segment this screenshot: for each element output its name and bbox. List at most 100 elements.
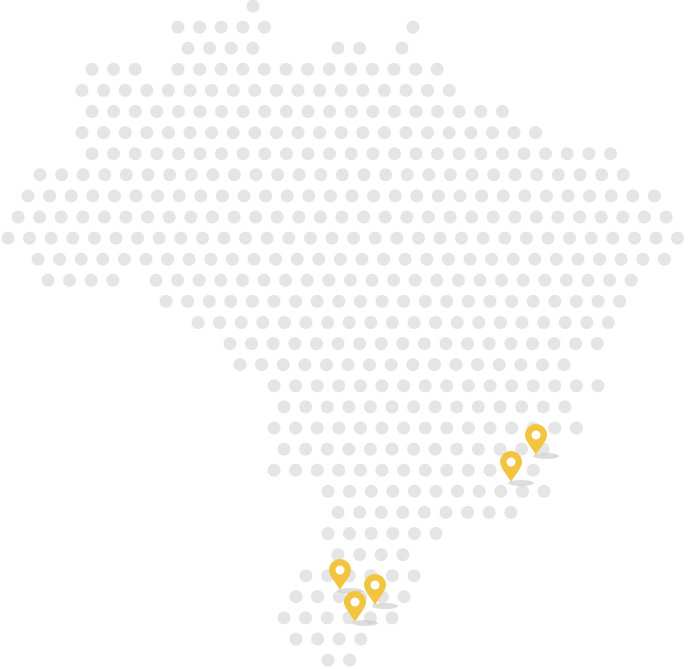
map-dot bbox=[289, 632, 303, 646]
map-dot bbox=[377, 252, 391, 266]
map-dot bbox=[493, 400, 507, 414]
map-dot bbox=[529, 126, 543, 140]
map-dot bbox=[320, 442, 334, 456]
location-pin-icon[interactable] bbox=[364, 574, 398, 609]
map-dot bbox=[217, 231, 231, 245]
map-dot bbox=[323, 147, 337, 161]
map-dot bbox=[299, 611, 313, 625]
map-dot bbox=[55, 168, 69, 182]
map-dot bbox=[515, 400, 529, 414]
map-dot bbox=[233, 358, 247, 372]
map-dot bbox=[563, 231, 577, 245]
map-dot bbox=[302, 189, 316, 203]
map-dot bbox=[193, 105, 207, 118]
map-dot bbox=[385, 400, 399, 414]
map-dot bbox=[75, 83, 89, 97]
map-dot bbox=[461, 463, 475, 477]
map-dot bbox=[409, 62, 423, 76]
map-dot bbox=[482, 505, 496, 519]
map-dot bbox=[292, 168, 306, 182]
map-dot bbox=[559, 273, 573, 287]
map-dot bbox=[234, 316, 248, 329]
map-dot bbox=[377, 126, 391, 140]
map-dot bbox=[332, 590, 346, 604]
map-dot bbox=[461, 294, 475, 308]
map-dot bbox=[149, 273, 163, 287]
map-dot bbox=[257, 62, 271, 76]
map-dot bbox=[311, 632, 325, 646]
map-dot bbox=[343, 273, 357, 287]
map-dot bbox=[213, 316, 227, 329]
map-dot bbox=[407, 484, 421, 498]
map-dot bbox=[128, 147, 142, 161]
map-dot bbox=[465, 168, 479, 182]
map-dot bbox=[407, 316, 421, 329]
map-dot bbox=[508, 168, 522, 182]
map-dot bbox=[97, 210, 111, 224]
map-dot bbox=[396, 337, 410, 351]
map-dot bbox=[591, 294, 605, 308]
map-dot bbox=[310, 294, 324, 308]
map-dot bbox=[541, 231, 555, 245]
map-dot bbox=[227, 210, 241, 224]
map-dot bbox=[322, 62, 336, 76]
map-dot bbox=[195, 231, 209, 245]
map-dot bbox=[171, 147, 185, 161]
map-dot bbox=[451, 484, 465, 498]
map-dot bbox=[569, 294, 583, 308]
map-dot bbox=[98, 168, 112, 182]
map-dot bbox=[347, 231, 361, 245]
map-dot bbox=[604, 189, 618, 203]
location-pin-icon[interactable] bbox=[329, 559, 363, 594]
map-dot bbox=[493, 316, 507, 329]
map-dot bbox=[299, 569, 313, 583]
map-dot bbox=[23, 231, 37, 245]
map-dot bbox=[591, 379, 605, 393]
map-dot bbox=[332, 632, 346, 646]
map-dot bbox=[151, 189, 165, 203]
map-dot bbox=[342, 442, 356, 456]
map-dot bbox=[355, 252, 369, 266]
map-dot bbox=[476, 231, 490, 245]
map-dot bbox=[485, 252, 499, 266]
map-dot bbox=[407, 400, 421, 414]
map-dot bbox=[526, 379, 540, 393]
map-dot bbox=[193, 20, 207, 34]
map-dot bbox=[353, 421, 367, 435]
map-dot bbox=[249, 168, 263, 182]
map-dot bbox=[246, 41, 260, 55]
map-dot bbox=[181, 294, 195, 308]
map-dot bbox=[277, 442, 291, 456]
map-dot bbox=[593, 252, 607, 266]
map-dot bbox=[548, 294, 562, 308]
map-dot bbox=[227, 168, 241, 182]
map-dot bbox=[353, 548, 367, 562]
map-dot bbox=[131, 231, 145, 245]
map-dot bbox=[514, 358, 528, 372]
map-dot bbox=[525, 337, 539, 351]
map-dot bbox=[76, 210, 90, 224]
map-dot bbox=[354, 632, 368, 646]
location-pin-icon[interactable] bbox=[500, 451, 534, 486]
map-dot bbox=[267, 421, 281, 435]
map-dot bbox=[603, 147, 617, 161]
map-dot bbox=[245, 337, 259, 351]
map-dot bbox=[309, 337, 323, 351]
location-pin-icon[interactable] bbox=[525, 424, 559, 459]
map-dot bbox=[150, 105, 164, 118]
location-pin-icon[interactable] bbox=[344, 591, 378, 626]
map-dot bbox=[584, 231, 598, 245]
map-dot bbox=[530, 168, 544, 182]
map-dot bbox=[529, 210, 543, 224]
map-dot bbox=[388, 189, 402, 203]
map-dot bbox=[97, 126, 111, 140]
map-dot bbox=[301, 62, 315, 76]
map-dot bbox=[551, 168, 565, 182]
map-dot bbox=[150, 147, 164, 161]
map-dot bbox=[331, 505, 345, 519]
map-dot bbox=[313, 126, 327, 140]
map-dot bbox=[311, 590, 325, 604]
map-dot bbox=[569, 379, 583, 393]
map-dot bbox=[374, 337, 388, 351]
map-dot bbox=[379, 168, 393, 182]
